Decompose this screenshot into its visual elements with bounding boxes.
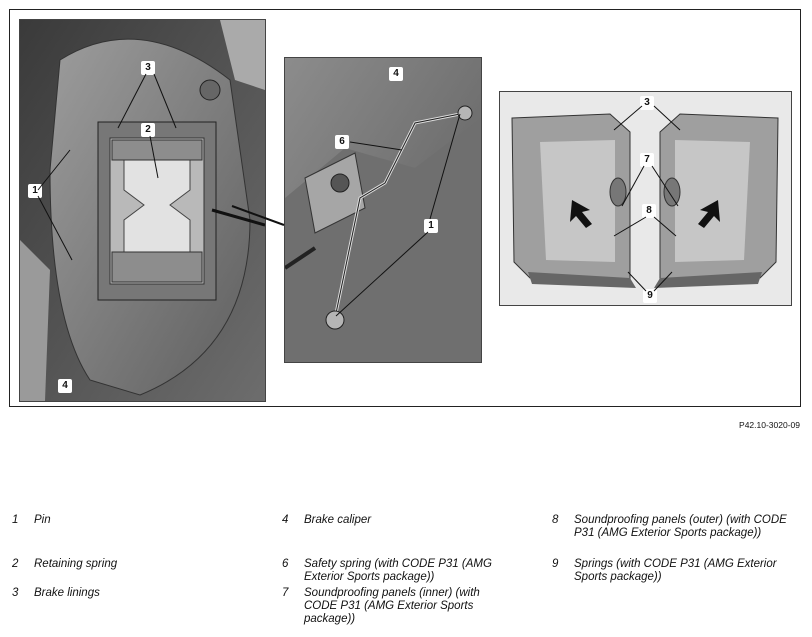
left-leader-lines: [37, 73, 177, 261]
figure-frame: 3 2 1 4 4 6 1: [9, 9, 801, 407]
legend-number: 1: [12, 514, 19, 526]
callout-3: 3: [141, 61, 155, 75]
right-leader-lines: [613, 105, 681, 292]
zoom-connector: [231, 205, 285, 226]
callout-7: 7: [640, 153, 654, 167]
callout-3-right: 3: [640, 96, 654, 110]
legend-text: Soundproofing panels (outer) (with CODE …: [574, 514, 787, 539]
legend-text: Safety spring (with CODE P31 (AMG Exteri…: [304, 558, 492, 583]
soundproofing-panels-illustration: [500, 92, 791, 305]
callout-4: 4: [58, 379, 72, 393]
safety-spring-illustration: [285, 58, 481, 362]
callout-1-middle: 1: [424, 219, 438, 233]
caliper-photo: [19, 19, 266, 402]
legend-number: 6: [282, 558, 289, 570]
safety-spring-photo: [284, 57, 482, 363]
figure-reference: P42.10-3020-09: [739, 420, 800, 430]
legend-text: Retaining spring: [34, 558, 118, 570]
legend-text: Pin: [34, 514, 51, 526]
soundproofing-panels-photo: [499, 91, 792, 306]
caliper-illustration: [20, 20, 265, 401]
legend-number: 4: [282, 514, 289, 526]
callout-4-middle: 4: [389, 67, 403, 81]
callout-6: 6: [335, 135, 349, 149]
legend-number: 8: [552, 514, 559, 526]
legend-number: 3: [12, 587, 19, 599]
legend-number: 2: [12, 558, 19, 570]
legend-number: 7: [282, 587, 289, 599]
middle-leader-lines: [335, 113, 461, 317]
callout-1: 1: [28, 184, 42, 198]
callout-2: 2: [141, 123, 155, 137]
callout-9: 9: [643, 289, 657, 303]
legend-text: Brake linings: [34, 587, 100, 599]
legend-text: Brake caliper: [304, 514, 372, 526]
legend-text: Soundproofing panels (inner) (with CODE …: [304, 587, 480, 625]
legend-number: 9: [552, 558, 559, 570]
legend-text: Springs (with CODE P31 (AMG Exterior Spo…: [574, 558, 777, 583]
callout-8: 8: [642, 204, 656, 218]
